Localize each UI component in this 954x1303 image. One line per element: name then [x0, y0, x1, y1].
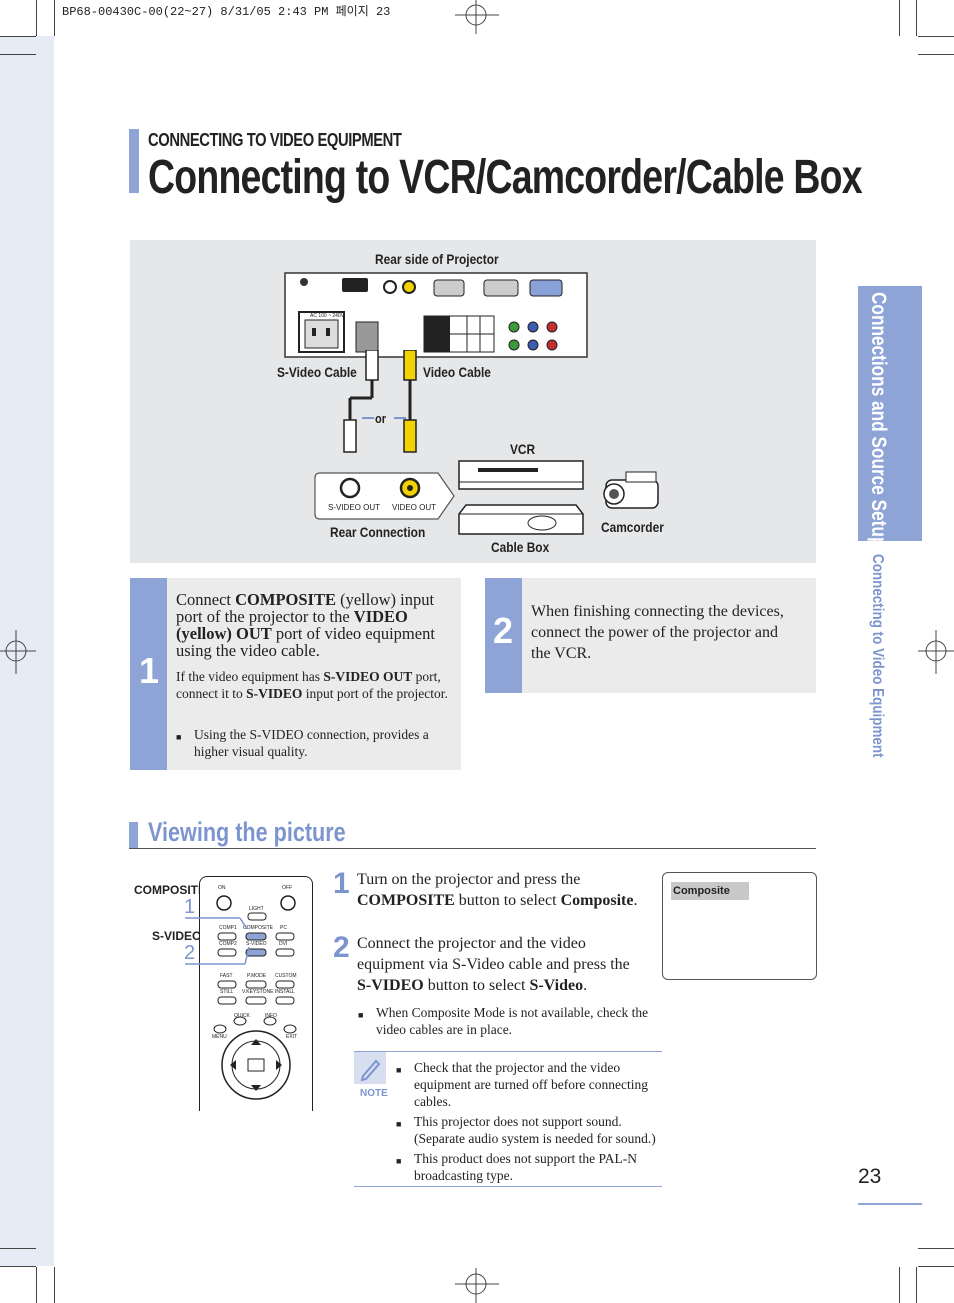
remote-callout-2: 2 [184, 942, 196, 964]
note-item-1: Check that the projector and the video e… [396, 1059, 660, 1110]
note-item-3: This product does not support the PAL-N … [396, 1150, 660, 1184]
remote-comp1-button[interactable]: COMP1 [219, 925, 237, 931]
viewing-bullet: When Composite Mode is not available, ch… [358, 1004, 658, 1038]
remote-callout-lines [185, 917, 250, 965]
rear-connection-panel [314, 472, 455, 520]
viewing-step2-number: 2 [333, 931, 350, 964]
registration-mark-right [918, 630, 954, 674]
rear-connection-label: Rear Connection [330, 524, 426, 540]
viewing-step1-number: 1 [333, 867, 350, 900]
or-label: or [375, 411, 387, 426]
step2-text: When finishing connecting the devices, c… [531, 603, 784, 662]
remote-info-button[interactable]: INFO [265, 1013, 277, 1019]
remote-composite-button[interactable]: COMPOSITE [243, 925, 274, 931]
remote-dvi-button[interactable]: DVI [279, 941, 288, 947]
remote-fast-button[interactable]: FAST [220, 973, 233, 979]
vcr-device [458, 460, 584, 490]
step2-box: 2 When finishing connecting the devices,… [485, 578, 816, 693]
remote-pmode-button[interactable]: P.MODE [247, 973, 267, 979]
cables [343, 350, 417, 453]
note-label: NOTE [360, 1088, 388, 1099]
svideo-cable-label: S-Video Cable [277, 364, 357, 380]
remote-svideo-label: S-VIDEO [152, 929, 202, 943]
page-number: 23 [858, 1165, 882, 1188]
projector-rear-panel [284, 272, 588, 358]
section-label: CONNECTING TO VIDEO EQUIPMENT [148, 130, 402, 150]
step2-number: 2 [493, 610, 514, 651]
viewing-accent-bar [129, 822, 138, 848]
video-out-port-label: VIDEO OUT [392, 503, 437, 512]
remote-light-button[interactable]: LIGHT [249, 906, 264, 912]
remote-control: ON OFF LIGHT COMP1 COMPOSITE PC COMP2 S-… [199, 876, 313, 1111]
page-title: Connecting to VCR/Camcorder/Cable Box [148, 151, 863, 204]
side-tab-sub-text: Connecting to Video Equipment [869, 554, 886, 758]
remote-custom-button[interactable]: CUSTOM [275, 973, 297, 979]
registration-mark-bottom [455, 1268, 499, 1303]
remote-quick-button[interactable]: QUICK [234, 1013, 250, 1019]
side-tab-main-text: Connections and Source Setup [867, 292, 890, 548]
side-tab: Connections and Source Setup [858, 286, 922, 547]
registration-mark-top [455, 0, 499, 34]
remote-still-button[interactable]: STILL [220, 989, 234, 995]
cable-box-device [458, 504, 584, 535]
remote-composite-label: COMPOSITE [134, 883, 207, 897]
camcorder-label: Camcorder [601, 519, 664, 535]
viewing-step2-text: Connect the projector and the video equi… [357, 935, 630, 994]
remote-callout-1: 1 [184, 896, 196, 918]
remote-menu-button[interactable]: MENU [212, 1034, 227, 1040]
step1-number: 1 [139, 650, 160, 691]
remote-on-button[interactable]: ON [218, 885, 226, 891]
note-icon [354, 1052, 386, 1084]
print-header: BP68-00430C-00(22~27) 8/31/05 2:43 PM 페이… [62, 5, 391, 19]
camcorder-device [603, 471, 659, 509]
cable-box-label: Cable Box [491, 539, 550, 555]
registration-mark-left [0, 630, 36, 674]
step1-bullet: Using the S-VIDEO connection, provides a… [176, 726, 456, 760]
remote-exit-button[interactable]: EXIT [286, 1034, 298, 1040]
remote-pc-button[interactable]: PC [280, 925, 287, 931]
connection-diagram: Rear side of Projector AC 100 ~ 240V [130, 240, 816, 563]
svideo-out-port-label: S-VIDEO OUT [328, 503, 381, 512]
ac-label: AC 100 ~ 240V [310, 313, 345, 319]
remote-install-button[interactable]: INSTALL [275, 989, 295, 995]
note-item-2: This projector does not support sound. (… [396, 1113, 660, 1147]
remote-comp2-button[interactable]: COMP2 [219, 941, 237, 947]
remote-svideo-button[interactable]: S-VIDEO [246, 941, 267, 947]
header-accent-bar [129, 129, 139, 193]
note-box: NOTE Check that the projector and the vi… [354, 1051, 662, 1187]
screen-composite-label: Composite [671, 882, 749, 900]
viewing-rule [129, 848, 816, 849]
viewing-title: Viewing the picture [148, 817, 346, 847]
step1-box: 1 Connect COMPOSITE (yellow) input port … [130, 578, 461, 770]
remote-vkeystone-button[interactable]: V.KEYSTONE [242, 989, 274, 995]
vcr-label: VCR [510, 441, 536, 457]
page-number-rule [858, 1203, 922, 1205]
video-cable-label: Video Cable [423, 364, 491, 380]
viewing-step1-text: Turn on the projector and press the COMP… [357, 871, 638, 909]
screen-preview: Composite [662, 872, 817, 980]
step1-sub-text: If the video equipment has S-VIDEO OUT p… [176, 669, 448, 701]
step1-main-text: Connect COMPOSITE (yellow) input port of… [176, 590, 435, 660]
remote-off-button[interactable]: OFF [282, 885, 292, 891]
rear-side-label: Rear side of Projector [375, 251, 499, 267]
